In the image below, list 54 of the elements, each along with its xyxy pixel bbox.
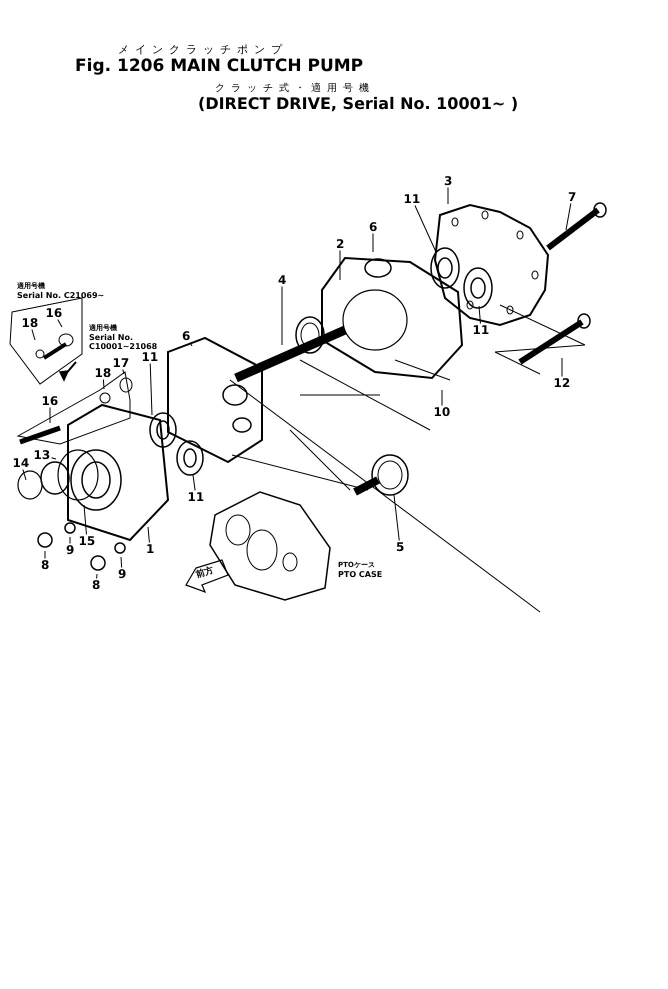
leader-line <box>122 369 124 374</box>
leader-line <box>96 574 98 579</box>
callout-number: 8 <box>40 558 50 572</box>
leader-line <box>189 342 192 346</box>
leader-line <box>148 526 150 543</box>
leader-line <box>372 233 374 252</box>
direction-label: 前方 <box>194 565 216 581</box>
callout-number: 6 <box>368 220 378 234</box>
callout-number: 5 <box>395 540 406 554</box>
callout-number: 14 <box>12 456 30 470</box>
callout-number: 13 <box>32 448 52 462</box>
callout-number: 16 <box>44 306 64 320</box>
leader-line <box>414 205 436 252</box>
callout-number: 7 <box>567 190 578 204</box>
figure-title: Fig. 1206 MAIN CLUTCH PUMP <box>75 56 364 76</box>
callout-number: 9 <box>117 568 128 580</box>
callout-number: 11 <box>186 490 206 504</box>
serial-note: Serial No. <box>89 333 134 342</box>
callout-number: 18 <box>20 316 40 330</box>
callout-number: 17 <box>112 356 130 370</box>
callout-number: 12 <box>552 376 572 390</box>
furigana-text: メインクラッチポンプ <box>118 44 288 56</box>
leader-line <box>192 474 196 491</box>
part-label: PTO CASE <box>338 570 382 579</box>
callout-number: 15 <box>78 534 96 548</box>
subtitle: (DIRECT DRIVE, Serial No. 10001~ ) <box>198 95 518 112</box>
leader-line <box>51 457 56 460</box>
callout-number: 9 <box>65 544 76 556</box>
leader-line <box>394 494 400 541</box>
callout-number: 6 <box>181 330 192 342</box>
callout-number: 8 <box>91 578 102 592</box>
serial-note: Serial No. C21069~ <box>17 291 104 300</box>
leader-line <box>22 469 26 480</box>
leader-line <box>84 504 87 535</box>
callout-number: 10 <box>432 406 452 418</box>
callout-number: 11 <box>402 192 422 206</box>
callout-number: 1 <box>145 542 156 556</box>
callout-number: 18 <box>94 366 112 380</box>
callout-number: 2 <box>335 238 346 250</box>
leader-line <box>44 550 46 559</box>
callout-number: 16 <box>40 394 60 408</box>
callout-number: 4 <box>277 274 288 286</box>
leader-line <box>102 379 104 390</box>
leader-line <box>478 306 481 324</box>
serial-note: C10001~21068 <box>89 342 158 351</box>
furigana-text: クラッチ式・適用号機 <box>215 83 375 94</box>
callout-number: 11 <box>140 350 160 364</box>
leader-line <box>150 363 152 416</box>
leader-line <box>120 556 122 568</box>
leader-line <box>57 319 62 328</box>
leader-line <box>31 329 36 340</box>
callout-number: 11 <box>472 324 490 336</box>
leader-line <box>566 203 572 230</box>
callout-number: 3 <box>443 174 454 188</box>
